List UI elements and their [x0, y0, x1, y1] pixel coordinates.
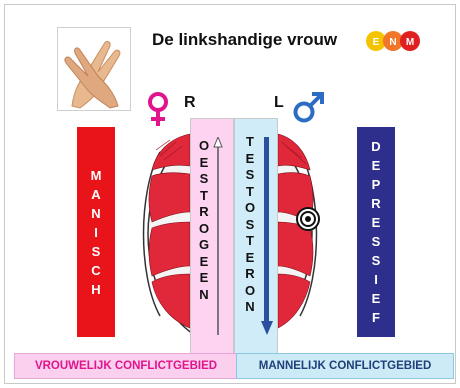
testosterone-letter: S	[246, 167, 255, 184]
oestrogen-letter: G	[199, 237, 209, 254]
oestrogen-letter: E	[200, 155, 209, 172]
side-letter-l: L	[274, 94, 284, 112]
testosterone-letter: N	[245, 299, 254, 316]
depressief-letter: S	[372, 232, 381, 251]
depressief-letter: D	[371, 137, 380, 156]
logo-letter-e: E	[373, 37, 380, 48]
side-letter-r: R	[184, 94, 196, 112]
depressief-letter: F	[372, 308, 380, 327]
manisch-letter: H	[91, 280, 100, 299]
depressief-letter: R	[371, 194, 380, 213]
testosterone-letter: T	[246, 184, 254, 201]
depressief-letter: E	[372, 289, 381, 308]
testosterone-letter: T	[246, 134, 254, 151]
testosterone-letter: O	[245, 283, 255, 300]
depressief-letter: E	[372, 156, 381, 175]
manisch-letter: N	[91, 204, 100, 223]
oestrogen-letter: S	[200, 171, 209, 188]
manisch-letter: C	[91, 261, 100, 280]
depressief-letter: S	[372, 251, 381, 270]
oestrogen-letter: N	[199, 287, 208, 304]
manisch-letter: M	[91, 166, 102, 185]
testosterone-letter: S	[246, 217, 255, 234]
depressief-letter: P	[372, 175, 381, 194]
testosterone-letter: T	[246, 233, 254, 250]
manisch-letter: A	[91, 185, 100, 204]
testosterone-letter: E	[246, 151, 255, 168]
logo-letter-n: N	[389, 37, 396, 48]
testosterone-letter: E	[246, 250, 255, 267]
testosterone-letter: R	[245, 266, 254, 283]
enm-logo: E N M	[364, 30, 424, 52]
oestrogen-letter: O	[199, 221, 209, 238]
oestrogen-letter: E	[200, 254, 209, 271]
testosterone-letter: O	[245, 200, 255, 217]
target-icon	[296, 207, 320, 231]
oestrogen-letter: E	[200, 270, 209, 287]
hands-photo	[57, 27, 131, 111]
logo-letter-m: M	[406, 37, 414, 48]
manisch-letter: I	[94, 223, 98, 242]
oestrogen-letter: T	[200, 188, 208, 205]
oestrogen-letter: O	[199, 138, 209, 155]
down-arrow-icon	[261, 137, 273, 337]
manisch-letter: S	[92, 242, 101, 261]
female-conflict-area-label: VROUWELIJK CONFLICTGEBIED	[14, 353, 238, 379]
oestrogen-letter: R	[199, 204, 208, 221]
diagram-title: De linkshandige vrouw	[152, 30, 337, 50]
male-conflict-area-label: MANNELIJK CONFLICTGEBIED	[236, 353, 454, 379]
depressief-letter: E	[372, 213, 381, 232]
up-arrow-icon	[213, 137, 223, 337]
depressief-letter: I	[374, 270, 378, 289]
